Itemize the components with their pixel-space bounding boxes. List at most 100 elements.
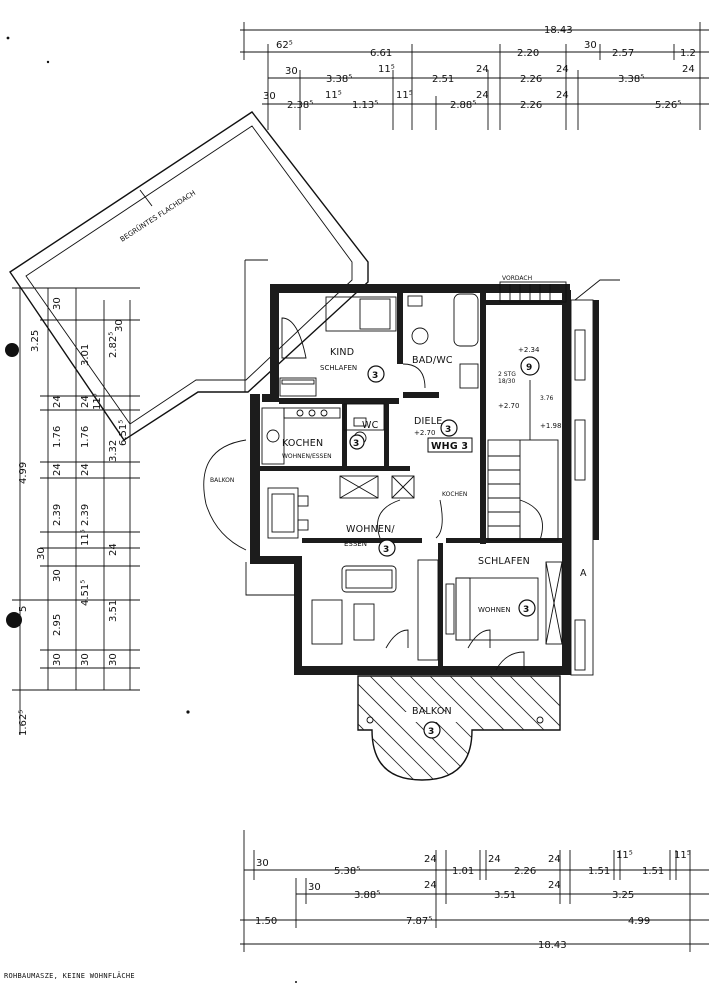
left-dim-label: 2.95 (52, 614, 63, 636)
left-dim-label: 30 (114, 319, 125, 332)
door-swing (467, 629, 491, 649)
stair-note: 2 STG (498, 371, 516, 378)
room-number-badge: 3 (440, 419, 458, 437)
left-dim-label: 24 (80, 463, 91, 476)
left-dim-label: 30 (52, 569, 63, 582)
left-dim-label: 1.62⁵ (18, 710, 29, 736)
top-dim-label: 3.38⁵ (326, 74, 352, 85)
left-dim-label: 4.99 (18, 462, 29, 484)
top-dim-label: 6.61 (370, 48, 392, 59)
stair-level-mid: +2.70 (498, 402, 519, 410)
room-label-diele: DIELE (414, 416, 442, 427)
top-dim-label: 2.51 (432, 74, 454, 85)
left-dim-label: 30 (52, 653, 63, 666)
bottom-dim-label: 1.50 (255, 916, 277, 927)
bottom-dim-label: 24 (548, 880, 561, 891)
green-roof: BEGRÜNTES FLACHDACH (9, 111, 369, 441)
left-dim-label: 5 (18, 606, 29, 612)
svg-text:9: 9 (526, 363, 532, 373)
stair-note: 18/30 (498, 378, 515, 385)
door-swing (385, 629, 409, 649)
bottom-dim-label: 7.87⁵ (406, 916, 432, 927)
fixtures (203, 281, 567, 671)
top-dimension-chains: 18.43 62⁵ 6.61 2.20 30 2.57 1.2 30 3.38⁵… (240, 22, 709, 130)
top-dim-label: 5.26⁵ (655, 100, 681, 111)
bottom-dim-label: 5.38⁵ (334, 866, 360, 877)
svg-text:3: 3 (372, 371, 378, 381)
building-shell (244, 259, 620, 676)
bottom-dim-label: 3.51 (494, 890, 516, 901)
bed (325, 296, 397, 332)
room-number-badge: 3 (378, 539, 396, 557)
bottom-dim-label: 24 (424, 854, 437, 865)
left-dim-label: 30 (108, 653, 119, 666)
door-swing (435, 499, 443, 539)
dining-table (267, 487, 299, 539)
room-number-badge: 3 (518, 599, 536, 617)
left-dim-label: 2.39 (80, 504, 91, 526)
top-dim-label: 1.13⁵ (352, 100, 378, 111)
main-balcony (357, 675, 561, 781)
sofa (341, 565, 397, 593)
canopy-label: VORDACH (502, 275, 532, 282)
left-dim-label: 2.39 (52, 504, 63, 526)
room-label-balkon-side: BALKON (210, 477, 234, 484)
room-number-badge: 3 (367, 365, 385, 383)
left-dim-label: 11⁵ (80, 529, 91, 546)
top-dim-label: 2.26 (520, 100, 542, 111)
side-balcony-outline (203, 439, 247, 551)
left-dim-label: 3.32 (108, 440, 119, 462)
room-label-kochen-hall: KOCHEN (442, 491, 467, 498)
left-dim-label: 6.51⁵ (118, 420, 129, 446)
room-label-wc: WC (362, 420, 379, 431)
bottom-dim-label: 3.25 (612, 890, 634, 901)
left-dim-label: 24 (52, 395, 63, 408)
top-dim-label: 11⁵ (378, 64, 395, 75)
apartment-label: WHG 3 (431, 441, 468, 452)
left-dim-label: 4.51⁵ (80, 580, 91, 606)
bottom-dim-label: 24 (424, 880, 437, 891)
left-dim-label: 3.25 (30, 330, 41, 352)
room-label-wohnen: WOHNEN/ (346, 524, 395, 535)
top-dim-label: 11⁵ (325, 90, 342, 101)
staircase (487, 380, 559, 541)
bathtub (453, 293, 479, 347)
room-label-essen: ESSEN (344, 540, 367, 548)
top-dim-label: 30 (263, 91, 276, 102)
left-dim-label: 24 (52, 463, 63, 476)
desk (279, 377, 317, 397)
room-label-wohnen-essen-small: WOHNEN/ESSEN (282, 453, 332, 460)
bottom-dim-label: 30 (308, 882, 321, 893)
top-dim-label: 2.88⁵ (450, 100, 476, 111)
bottom-dim-label: 3.88⁵ (354, 890, 380, 901)
top-dim-label: 24 (682, 64, 695, 75)
svg-text:3: 3 (353, 439, 359, 449)
left-dim-label: 1.76 (80, 426, 91, 448)
top-dim-label: 24 (556, 64, 569, 75)
left-dim-label: 3.51 (108, 600, 119, 622)
bottom-dimension-chains: 30 5.38⁵ 24 1.01 24 2.26 24 1.51 11⁵ 1.5… (240, 830, 709, 952)
stair-level-top: +2.34 (518, 346, 540, 354)
bottom-dim-label: 11⁵ (616, 850, 633, 861)
top-dim-label: 2.57 (612, 48, 634, 59)
room-label-wohnen-room: WOHNEN (478, 606, 511, 614)
left-dim-label: 30 (80, 653, 91, 666)
door-swing (281, 317, 307, 359)
top-dim-label: 24 (476, 64, 489, 75)
bottom-dim-label: 24 (488, 854, 501, 865)
svg-text:3: 3 (383, 545, 389, 555)
armchair (311, 599, 343, 645)
top-dim-label: 2.26 (520, 74, 542, 85)
room-label-bad: BAD/WC (412, 355, 453, 366)
svg-text:3: 3 (428, 727, 434, 737)
room-label-balkon-main: BALKON (412, 706, 452, 717)
top-dim-label: 2.20 (517, 48, 539, 59)
left-dim-label: 2.82⁵ (108, 332, 119, 358)
bottom-dim-label: 4.99 (628, 916, 650, 927)
door-swing (495, 651, 525, 671)
green-roof-label: BEGRÜNTES FLACHDACH (118, 188, 197, 244)
black-dot-marker (6, 612, 22, 628)
black-dot-marker (5, 343, 19, 357)
top-dim-label: 11⁵ (396, 90, 413, 101)
room-labels: KIND SCHLAFEN BAD/WC WC DIELE +2.70 KOCH… (210, 275, 587, 717)
